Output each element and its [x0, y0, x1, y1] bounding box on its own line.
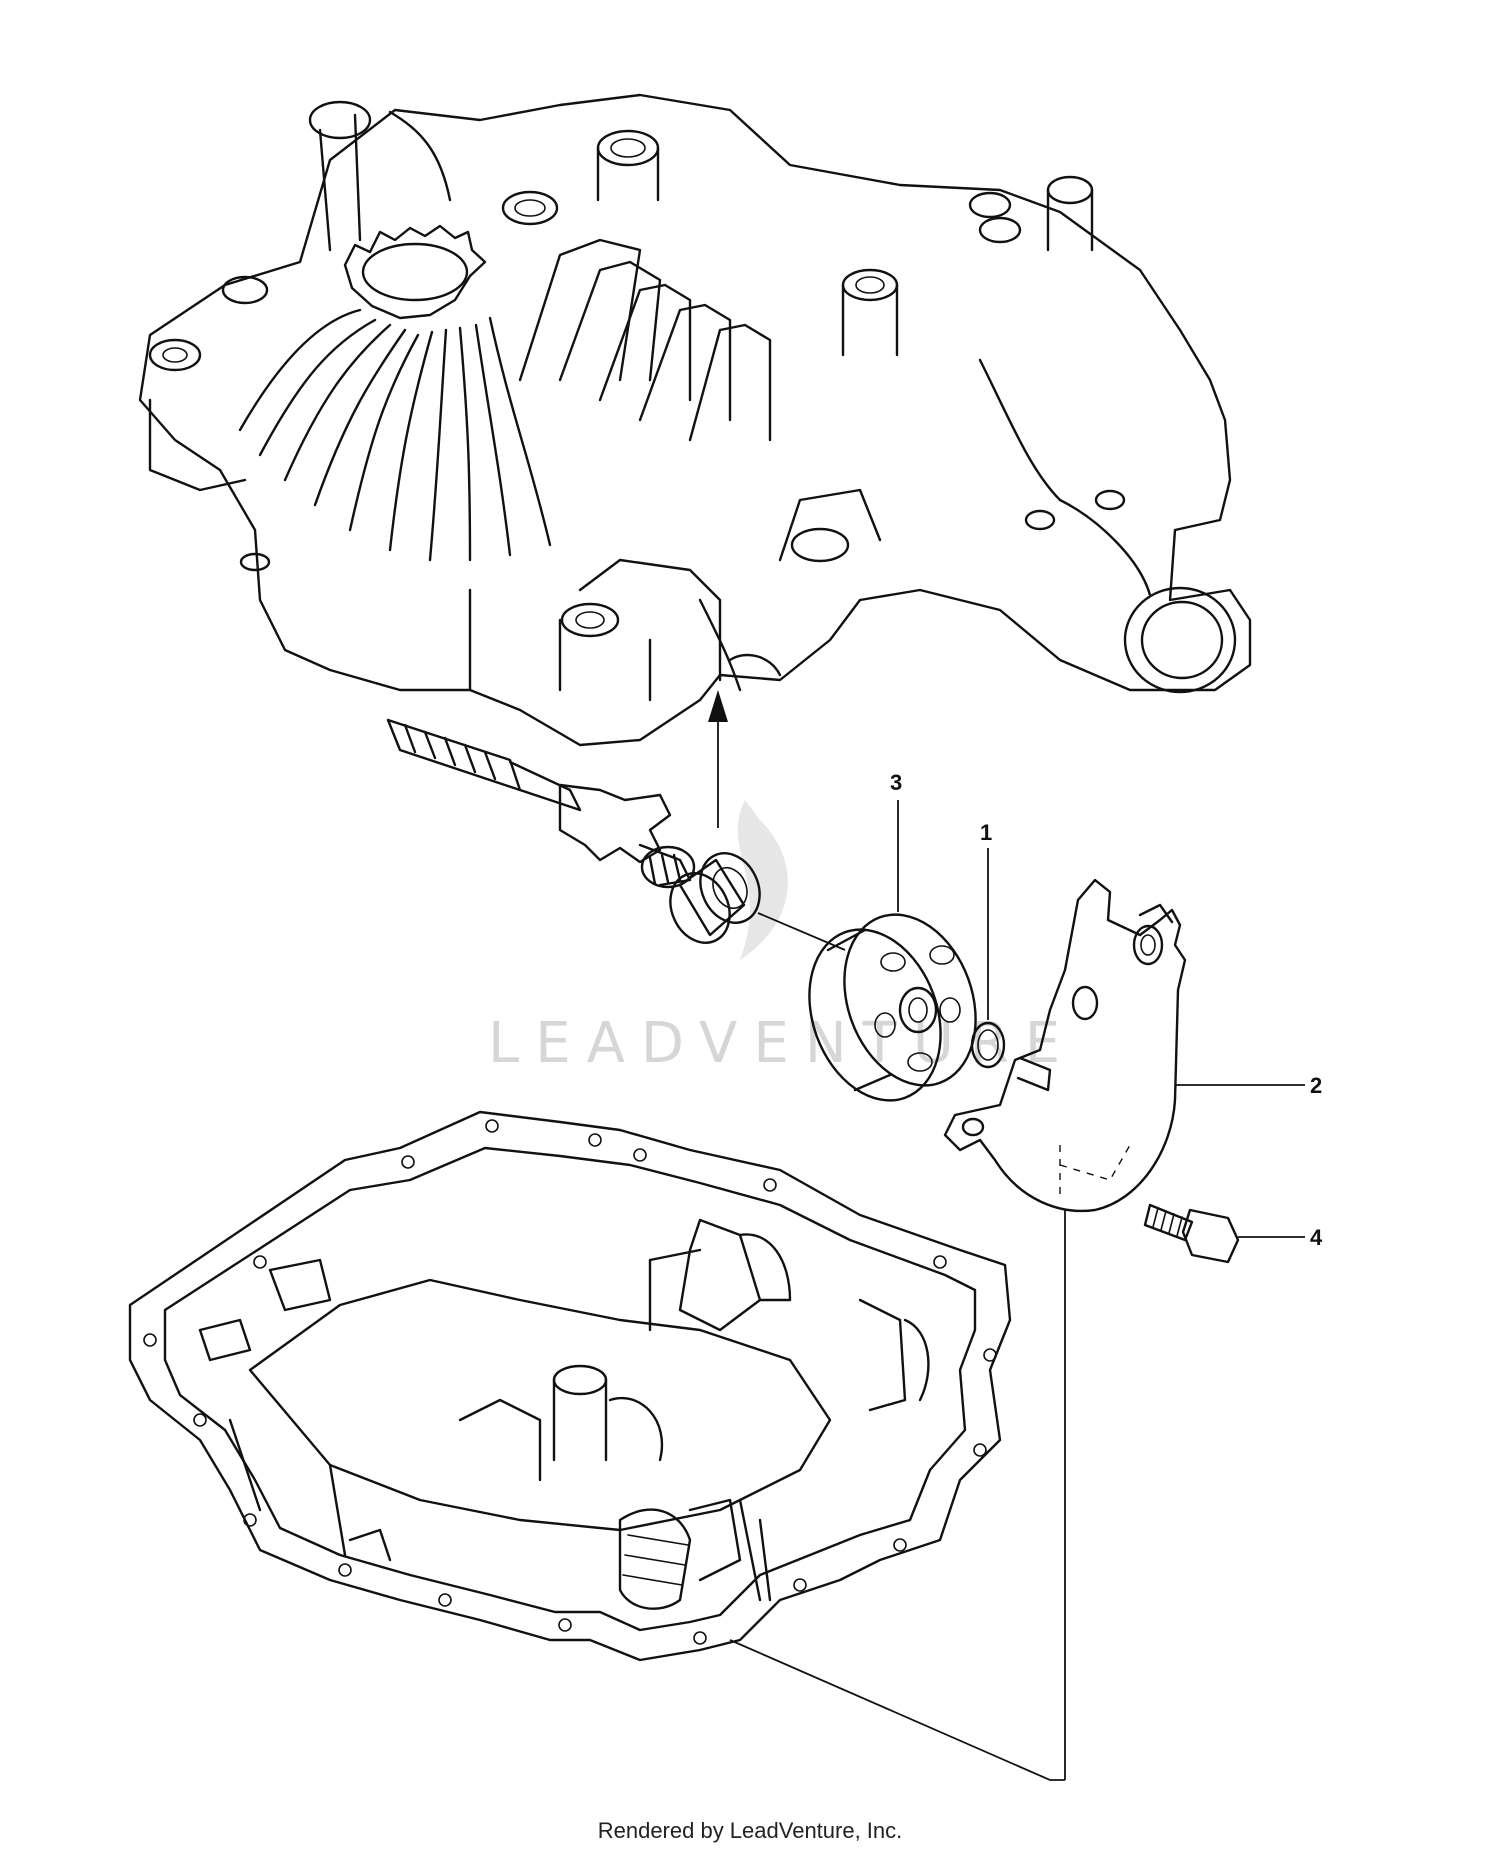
lower-housing	[128, 1110, 1012, 1662]
assembly-bracket-lines	[729, 1210, 1066, 1781]
gear-part-3	[808, 800, 977, 1102]
snap-ring-part-1	[970, 848, 1006, 1069]
cover-part-2	[943, 878, 1305, 1213]
watermark: LEADVENTURE	[488, 800, 1076, 1076]
assembly-arrow	[708, 690, 728, 828]
bearing	[669, 852, 846, 951]
upper-housing	[138, 93, 1252, 747]
callout-1: 1	[980, 820, 992, 845]
watermark-text: LEADVENTURE	[488, 1011, 1076, 1076]
callout-labels: 3 1 2 4	[890, 770, 1323, 1250]
callout-3: 3	[890, 770, 902, 795]
callout-4: 4	[1310, 1225, 1323, 1250]
bolt-part-4	[1143, 1203, 1305, 1264]
footer-credit: Rendered by LeadVenture, Inc.	[597, 1818, 903, 1843]
callout-2: 2	[1310, 1073, 1322, 1098]
input-shaft	[386, 718, 696, 889]
